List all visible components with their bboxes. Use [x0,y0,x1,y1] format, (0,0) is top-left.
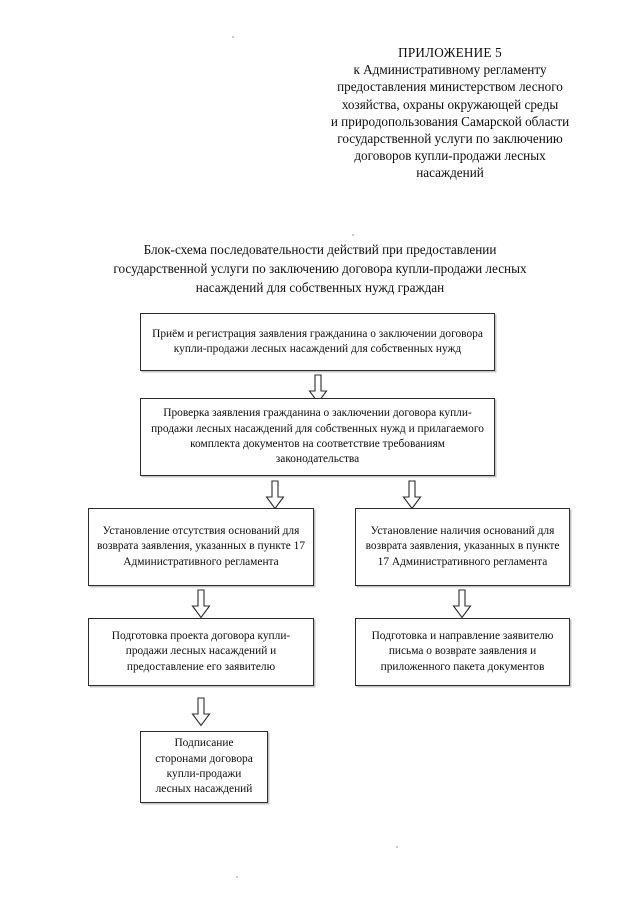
flow-node-has-grounds-label: Установление наличия оснований для возвр… [365,524,560,568]
flow-node-draft-contract: Подготовка проекта договора купли-продаж… [88,618,314,686]
arrow-down-icon-intake-to-verification [308,374,328,404]
flowchart-heading-line-3: насаждений для собственных нужд граждан [195,280,445,295]
appendix-line-7: насаждений [416,165,484,181]
flow-node-return-letter: Подготовка и направление заявителю письм… [355,618,570,686]
arrow-down-icon-verification-to-no-grounds [265,480,285,510]
flow-node-verification: Проверка заявления гражданина о заключен… [140,398,495,476]
flowchart-heading-line-2: государственной услуги по заключению дог… [113,261,527,276]
arrow-down-icon-verification-to-has-grounds [402,480,422,510]
arrow-down-icon-draft-contract-to-signing [191,697,211,727]
scan-speck [352,234,354,236]
appendix-line-3: хозяйства, охраны окружающей среды [341,96,559,112]
flow-node-verification-label: Проверка заявления гражданина о заключен… [151,407,484,466]
appendix-line-4: и природопользования Самарской области [330,113,570,129]
appendix-line-2: предоставления министерством лесного [337,79,563,95]
appendix-title: ПРИЛОЖЕНИЕ 5 [398,45,502,60]
flowchart-heading: Блок-схема последовательности действий п… [68,240,572,297]
flow-node-return-letter-label: Подготовка и направление заявителю письм… [371,629,554,673]
flow-node-has-grounds: Установление наличия оснований для возвр… [355,508,570,586]
appendix-line-1: к Административному регламенту [353,62,547,78]
flow-node-no-grounds-label: Установление отсутствия оснований для во… [96,524,306,568]
flow-node-draft-contract-label: Подготовка проекта договора купли-продаж… [111,629,291,673]
flow-node-intake: Приём и регистрация заявления гражданина… [140,313,495,371]
flow-node-signing-label: Подписание сторонами договора купли-прод… [155,737,253,796]
appendix-reference-block: ПРИЛОЖЕНИЕ 5 к Административному регламе… [300,44,600,182]
scan-speck [236,876,238,878]
flow-node-intake-label: Приём и регистрация заявления гражданина… [152,327,483,355]
scan-speck [232,36,234,38]
appendix-line-5: государственной услуги по заключению [337,131,563,147]
arrow-down-icon-no-grounds-to-draft-contract [191,589,211,619]
flow-node-signing: Подписание сторонами договора купли-прод… [140,731,268,803]
arrow-down-icon-has-grounds-to-return-letter [452,589,472,619]
scan-speck [396,846,398,848]
flow-node-no-grounds: Установление отсутствия оснований для во… [88,508,314,586]
flowchart-heading-line-1: Блок-схема последовательности действий п… [143,242,497,257]
appendix-line-6: договоров купли-продажи лесных [354,148,546,164]
